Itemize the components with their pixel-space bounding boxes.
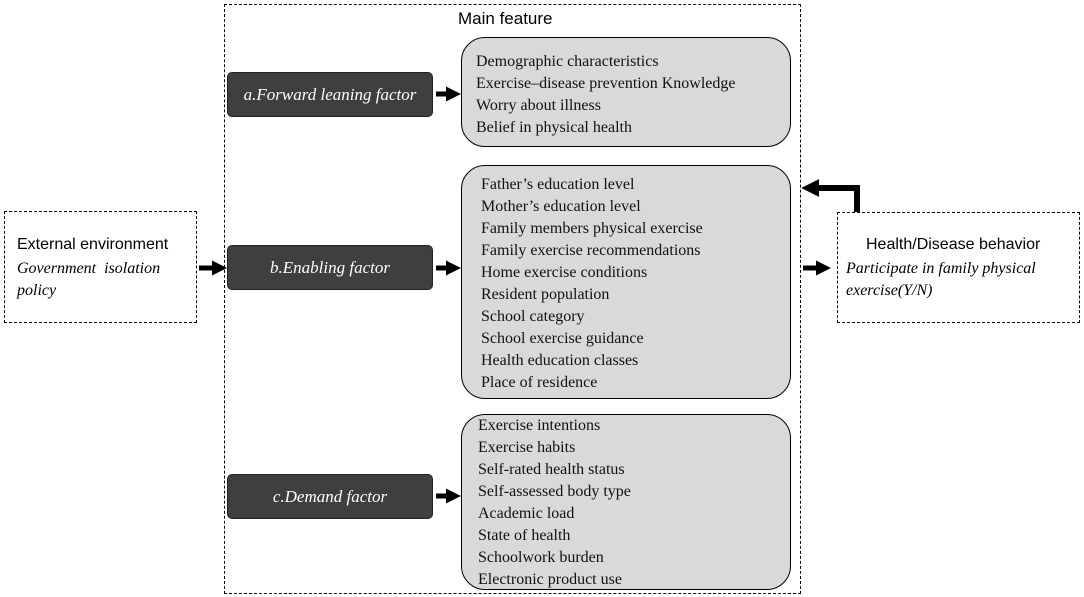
factor-b-item: Family exercise recommendations — [481, 242, 701, 259]
factor-b-item: Family members physical exercise — [481, 220, 703, 237]
factor-b-item: Health education classes — [481, 352, 639, 369]
behavior-box — [837, 212, 1080, 323]
external-environment-box — [4, 211, 197, 323]
factor-b-item: School category — [481, 308, 585, 325]
factor-a-item: Worry about illness — [476, 97, 601, 114]
factor-b-label: b.Enabling factor — [270, 257, 390, 277]
factor-a-box: a.Forward leaning factor — [227, 72, 433, 117]
factor-c-item: Self-assessed body type — [478, 483, 631, 500]
factor-c-item: Exercise intentions — [478, 417, 601, 434]
external-environment-subtitle-line1: Government isolation — [17, 260, 161, 277]
behavior-subtitle-line1: Participate in family physical — [846, 260, 1036, 277]
main-feature-container — [224, 4, 801, 594]
factor-a-item: Exercise–disease prevention Knowledge — [476, 75, 736, 92]
factor-c-list: Exercise intentions Exercise habits Self… — [461, 414, 791, 590]
factor-a-item: Demographic characteristics — [476, 53, 659, 70]
factor-a-list: Demographic characteristics Exercise–dis… — [461, 37, 791, 147]
external-environment-title: External environment — [17, 236, 169, 253]
factor-c-item: Electronic product use — [478, 571, 622, 588]
factor-c-item: Schoolwork burden — [478, 549, 604, 566]
factor-c-item: Academic load — [478, 505, 575, 522]
factor-b-item: Home exercise conditions — [481, 264, 648, 281]
main-feature-title: Main feature — [458, 9, 553, 28]
factor-b-box: b.Enabling factor — [227, 245, 433, 290]
factor-b-item: Resident population — [481, 286, 610, 303]
factor-a-item: Belief in physical health — [476, 119, 632, 136]
factor-b-item: Place of residence — [481, 374, 598, 391]
factor-b-item: School exercise guidance — [481, 330, 644, 347]
factor-b-list: Father’s education level Mother’s educat… — [461, 165, 791, 399]
factor-a-label: a.Forward leaning factor — [243, 84, 417, 104]
external-environment-subtitle-line2: policy — [17, 282, 57, 299]
arrow-feedback — [801, 179, 860, 212]
behavior-subtitle-line2: exercise(Y/N) — [846, 282, 933, 299]
factor-c-item: Self-rated health status — [478, 461, 625, 478]
factor-c-label: c.Demand factor — [272, 486, 388, 506]
factor-b-item: Father’s education level — [481, 176, 635, 193]
factor-c-item: Exercise habits — [478, 439, 576, 456]
behavior-title: Health/Disease behavior — [866, 236, 1041, 253]
factor-b-item: Mother’s education level — [481, 198, 641, 215]
factor-c-box: c.Demand factor — [227, 474, 433, 519]
factor-c-item: State of health — [478, 527, 571, 544]
